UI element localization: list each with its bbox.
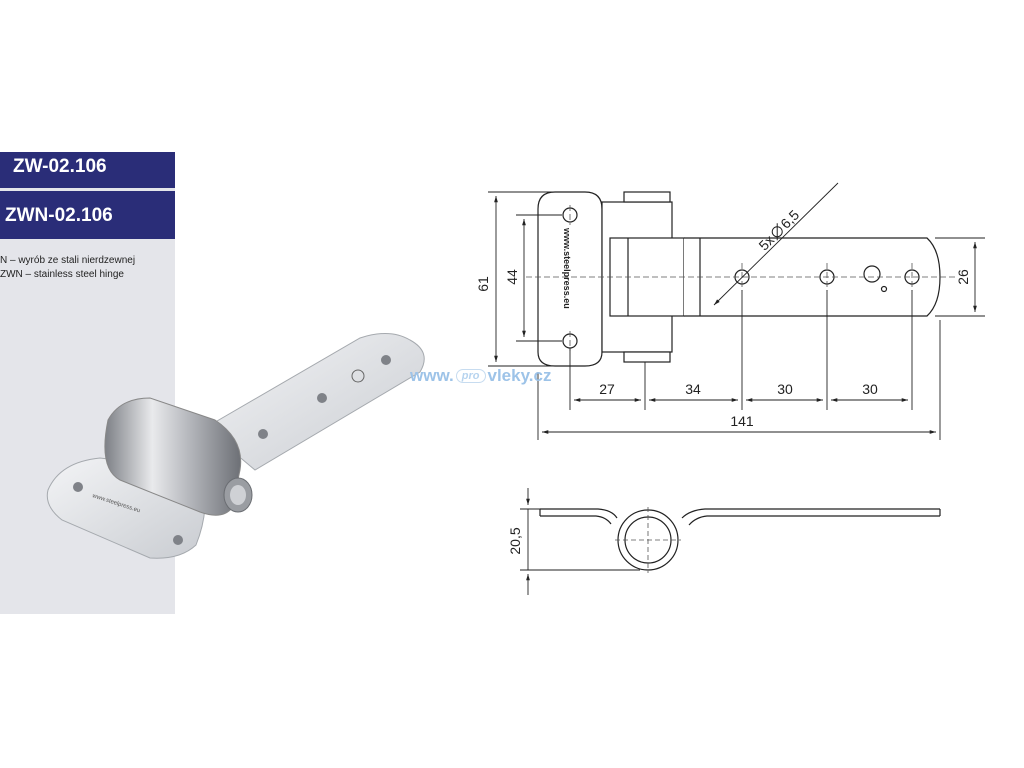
strap-outline: [684, 237, 941, 317]
dim-seg3: 30: [777, 381, 793, 397]
pin-cap-bottom: [623, 351, 671, 363]
dim-height-total: 61: [475, 276, 491, 292]
side-view: [539, 507, 941, 573]
leaf-hole-3d: [73, 482, 83, 492]
stainless-product-code: ZWN-02.106: [5, 205, 113, 226]
product-code-bar: ZW-02.106: [0, 152, 175, 188]
logo-3d: [351, 369, 365, 383]
dimensions-top-view: [488, 182, 985, 440]
side-profile-outer: [540, 508, 940, 526]
dim-length-total: 141: [730, 413, 754, 429]
hinge-pin-cap-3d: [230, 485, 246, 505]
dim-seg1: 27: [599, 381, 615, 397]
stamp-logo: [863, 265, 881, 283]
stainless-code-bar: ZWN-02.106: [0, 191, 175, 239]
strap-hole-3d: [381, 355, 391, 365]
leaf-hole-3d: [173, 535, 183, 545]
diameter-symbol-slash: [776, 223, 778, 241]
dim-seg4: 30: [862, 381, 878, 397]
watermark-pro: pro: [455, 369, 486, 383]
description-english: ZWN – stainless steel hinge: [0, 269, 124, 280]
dim-side-height: 20,5: [507, 527, 523, 554]
diameter-symbol: [771, 226, 783, 238]
watermark-suffix: vleky.cz: [487, 366, 552, 385]
watermark-prefix: www.: [410, 366, 454, 385]
strap-hole-3d: [317, 393, 327, 403]
leaf-outline: [537, 191, 603, 367]
hinge-photo: www.steelpress.eu: [46, 333, 425, 559]
registered-mark: [880, 285, 888, 293]
product-code: ZW-02.106: [13, 156, 107, 177]
dim-strap-width: 26: [955, 269, 971, 285]
dim-seg2: 34: [685, 381, 701, 397]
description-polish: N – wyrób ze stali nierdzewnej: [0, 255, 136, 266]
top-view: www.steelpress.eu: [537, 191, 941, 367]
leaf-marking: www.steelpress.eu: [562, 227, 572, 309]
dim-hole-spacing-leaf: 44: [504, 269, 520, 285]
strap-hole-3d: [258, 429, 268, 439]
dimensions-side-view: [520, 488, 640, 595]
pin-cap-top: [623, 191, 671, 203]
